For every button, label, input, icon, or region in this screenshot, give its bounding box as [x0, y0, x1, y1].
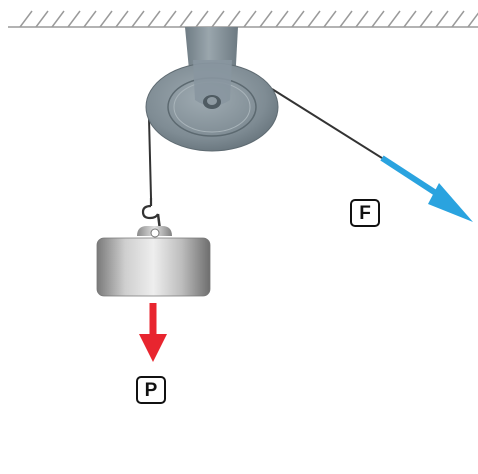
hatch-line: [195, 10, 209, 28]
hatch-line: [291, 10, 305, 28]
hatch-line: [419, 10, 433, 28]
hatch-line: [451, 10, 465, 28]
hatch-line: [19, 10, 33, 28]
hatch-line: [131, 10, 145, 28]
hatch-line: [467, 12, 478, 28]
pulley-wheel-icon: [145, 60, 279, 152]
hatch-line: [275, 10, 289, 28]
hatch-line: [387, 10, 401, 28]
hatch-line: [51, 10, 65, 28]
hatch-line: [371, 10, 385, 28]
hook: [141, 198, 162, 231]
weight-arrow: [139, 303, 167, 362]
hatch-line: [339, 10, 353, 28]
hatch-line: [323, 10, 337, 28]
hatch-line: [147, 10, 161, 28]
force-arrow: [380, 155, 473, 222]
hatch-line: [67, 10, 81, 28]
hatch-line: [243, 10, 257, 28]
hatch-line: [355, 10, 369, 28]
hatch-line: [307, 10, 321, 28]
weight-block-icon: [96, 226, 211, 297]
hatch-line: [403, 10, 417, 28]
hatch-line: [115, 10, 129, 28]
force-label-f: F: [350, 199, 380, 227]
rope-left: [148, 117, 152, 199]
ceiling: [8, 10, 478, 28]
hatch-line: [435, 10, 449, 28]
hatch-line: [163, 10, 177, 28]
hatch-line: [83, 10, 97, 28]
hatch-line: [99, 10, 113, 28]
force-label-p: P: [136, 376, 166, 404]
hatch-line: [227, 10, 241, 28]
rope-right: [271, 88, 383, 159]
hatch-line: [211, 10, 225, 28]
ceiling-hatching: [19, 10, 478, 28]
hatch-line: [179, 10, 193, 28]
hatch-line: [35, 10, 49, 28]
hatch-line: [259, 10, 273, 28]
